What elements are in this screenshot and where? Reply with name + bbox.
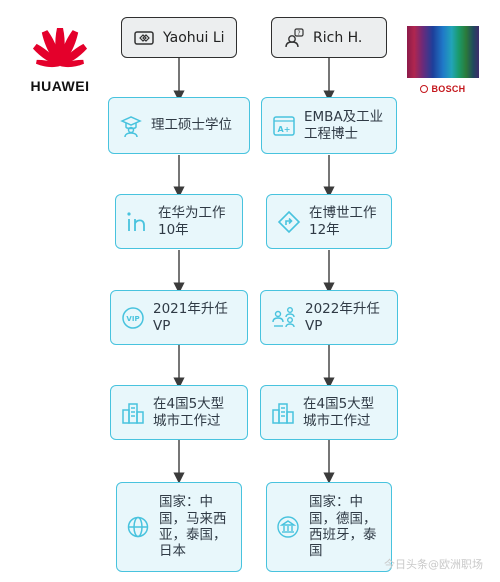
node-text: 理工硕士学位	[151, 117, 232, 134]
node-text: 在华为工作 10年	[158, 205, 226, 238]
node-left-promotion: VIP 2021年升任 VP	[110, 290, 248, 345]
node-text: 在博世工作 12年	[309, 205, 377, 238]
node-left-countries: 国家：中 国，马来西 亚，泰国， 日本	[116, 482, 242, 572]
bank-icon	[277, 516, 299, 538]
bosch-wordmark: BOSCH	[431, 84, 466, 94]
node-left-cities: 在4国5大型 城市工作过	[110, 385, 248, 440]
watermark: 今日头条@欧洲职场	[384, 558, 483, 571]
bosch-logo: BOSCH	[407, 26, 479, 102]
person-question-icon: ?	[284, 27, 304, 48]
node-left-company: 在华为工作 10年	[115, 194, 243, 249]
node-left-education: 理工硕士学位	[108, 97, 250, 154]
svg-text:VIP: VIP	[126, 315, 139, 323]
linkedin-icon	[126, 211, 150, 233]
vip-badge-icon: VIP	[121, 306, 145, 330]
person-box-right: ? Rich H.	[271, 17, 387, 58]
node-text: 在4国5大型 城市工作过	[303, 396, 375, 429]
city-buildings-icon	[121, 401, 145, 425]
node-right-company: 在博世工作 12年	[266, 194, 392, 249]
id-card-icon	[134, 30, 154, 46]
huawei-logo: HUAWEI	[24, 22, 96, 94]
node-text: 2021年升任 VP	[153, 301, 228, 334]
huawei-wordmark: HUAWEI	[30, 78, 90, 94]
node-text: 国家：中 国，马来西 亚，泰国， 日本	[159, 494, 227, 560]
globe-icon	[127, 516, 149, 538]
node-right-promotion: 2022年升任 VP	[260, 290, 398, 345]
node-text: 在4国5大型 城市工作过	[153, 396, 225, 429]
person-name-left: Yaohui Li	[163, 29, 225, 46]
team-icon	[271, 306, 297, 330]
bosch-armature-icon	[420, 85, 429, 93]
node-text: 国家：中 国，德国， 西班牙，泰 国	[309, 494, 377, 560]
diamond-arrow-icon	[277, 210, 301, 234]
node-text: EMBA及工业 工程博士	[304, 109, 384, 142]
city-buildings-icon	[271, 401, 295, 425]
graduate-icon	[119, 114, 143, 138]
svg-text:A+: A+	[278, 125, 291, 134]
node-right-education: A+ EMBA及工业 工程博士	[261, 97, 397, 154]
huawei-petals-icon	[32, 28, 88, 68]
person-name-right: Rich H.	[313, 29, 363, 46]
svg-text:?: ?	[297, 30, 300, 37]
node-text: 2022年升任 VP	[305, 301, 380, 334]
person-box-left: Yaohui Li	[121, 17, 237, 58]
node-right-countries: 国家：中 国，德国， 西班牙，泰 国	[266, 482, 392, 572]
bosch-color-band	[407, 26, 479, 78]
grade-a-plus-icon: A+	[272, 114, 296, 138]
node-right-cities: 在4国5大型 城市工作过	[260, 385, 398, 440]
